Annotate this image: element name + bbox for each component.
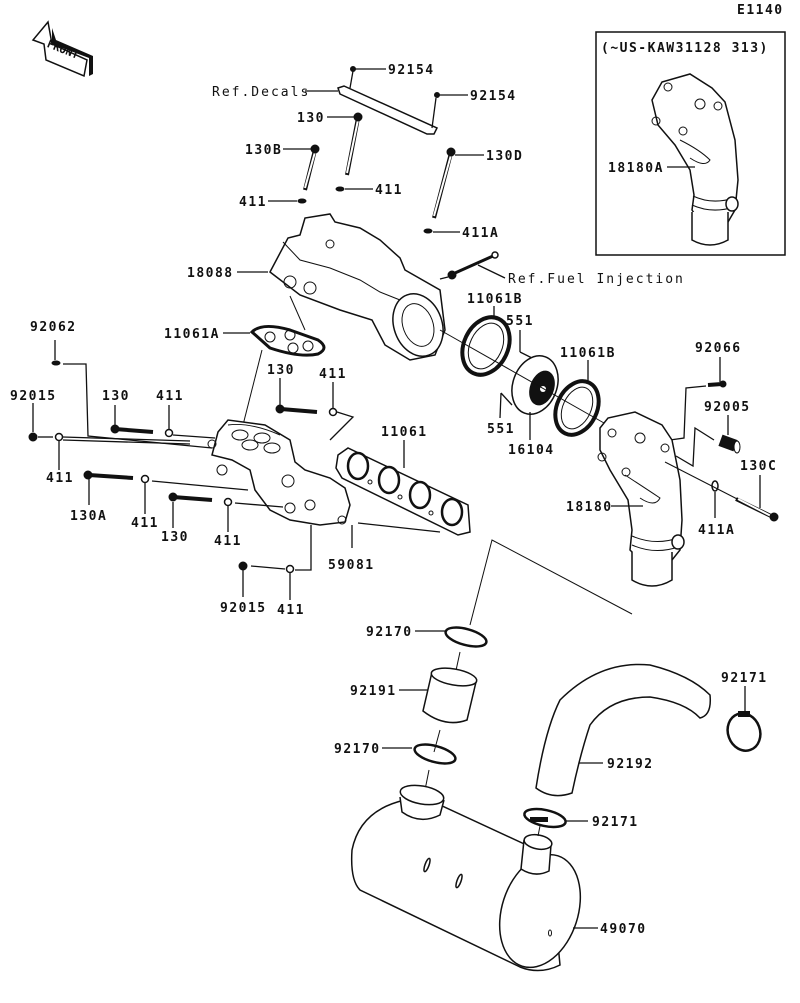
- pipe-18180: [597, 411, 685, 587]
- label-92191: 92191: [350, 684, 397, 699]
- label-92066: 92066: [695, 341, 742, 356]
- label-130D: 130D: [486, 149, 523, 164]
- washer-411-g: [223, 497, 233, 507]
- label-11061B-a: 11061B: [467, 292, 523, 307]
- label-130-left: 130: [102, 389, 130, 404]
- clamp-92171-right: [726, 711, 762, 752]
- bolt-130-top: [345, 112, 363, 176]
- label-92192: 92192: [607, 757, 654, 772]
- bolt-130-mid: [275, 404, 318, 414]
- label-11061: 11061: [381, 425, 428, 440]
- label-411-left: 411: [156, 389, 184, 404]
- label-92062: 92062: [30, 320, 77, 335]
- washer-411A-top: [423, 228, 433, 234]
- label-92170-b: 92170: [334, 742, 381, 757]
- washer-411-h: [285, 564, 295, 574]
- bolt-130D: [432, 147, 456, 219]
- gasket-11061A: [249, 325, 326, 357]
- label-18180: 18180: [566, 500, 613, 515]
- label-411-w: 411: [277, 603, 305, 618]
- gasket-11061: [335, 447, 471, 536]
- label-411A-right: 411A: [698, 523, 735, 538]
- label-411-y: 411: [131, 516, 159, 531]
- label-411A-top: 411A: [462, 226, 499, 241]
- stud-92062: [51, 360, 61, 366]
- label-130-top: 130: [297, 111, 325, 126]
- label-92171-right: 92171: [721, 671, 768, 686]
- label-11061B-b: 11061B: [560, 346, 616, 361]
- bolt-130B: [303, 144, 320, 191]
- hose-92192: [535, 663, 712, 797]
- front-arrow-icon: FRONT: [31, 20, 93, 78]
- label-92015-b: 92015: [220, 601, 267, 616]
- label-130-low: 130: [161, 530, 189, 545]
- label-551-b: 551: [487, 422, 515, 437]
- inset-box: (~US-KAW31128 313) 18180A: [595, 31, 786, 256]
- label-16104: 16104: [508, 443, 555, 458]
- decal-plate: [337, 85, 439, 135]
- label-551-a: 551: [506, 314, 534, 329]
- label-130A: 130A: [70, 509, 107, 524]
- label-130-mid: 130: [267, 363, 295, 378]
- label-92154-b: 92154: [470, 89, 517, 104]
- figure-id: E1140: [737, 3, 784, 18]
- label-18088: 18088: [187, 266, 234, 281]
- label-92154-a: 92154: [388, 63, 435, 78]
- label-130C: 130C: [740, 459, 777, 474]
- label-411-mid: 411: [319, 367, 347, 382]
- label-92171-bottom: 92171: [592, 815, 639, 830]
- bolt-92066: [707, 380, 727, 388]
- bolt-130-left: [110, 424, 154, 434]
- washer-411-a: [297, 198, 307, 204]
- label-18180A: 18180A: [608, 161, 664, 176]
- exhaust-manifold-18088: [269, 213, 446, 361]
- clamp-92170-bottom: [413, 743, 457, 765]
- inset-title: (~US-KAW31128 313): [601, 41, 769, 56]
- nut-92015-b: [238, 561, 248, 571]
- label-59081: 59081: [328, 558, 375, 573]
- bolt-130A: [83, 470, 134, 480]
- bolt-130C: [735, 497, 779, 522]
- screw-92154-a: [350, 66, 356, 72]
- sleeve-92191: [422, 667, 478, 724]
- label-92005: 92005: [704, 400, 751, 415]
- screw-92154-b: [434, 92, 440, 98]
- washer-411-c: [54, 432, 64, 442]
- label-ref-decals: Ref.Decals: [212, 85, 310, 100]
- label-92015-a: 92015: [10, 389, 57, 404]
- label-411-a: 411: [239, 195, 267, 210]
- nut-92015-a: [28, 432, 38, 442]
- washer-411-d: [164, 428, 174, 438]
- label-411-x: 411: [46, 471, 74, 486]
- label-411-z: 411: [214, 534, 242, 549]
- label-411-b: 411: [375, 183, 403, 198]
- label-ref-fuel-injection: Ref.Fuel Injection: [508, 272, 685, 287]
- washer-411-e: [328, 407, 338, 417]
- label-11061A: 11061A: [164, 327, 220, 342]
- label-49070: 49070: [600, 922, 647, 937]
- fuel-injection-bolt: [447, 251, 499, 280]
- clamp-92170-top: [444, 626, 488, 648]
- exhaust-manifold-lower: [207, 419, 351, 526]
- bolt-130-low: [168, 492, 213, 502]
- label-130B: 130B: [245, 143, 282, 158]
- label-92170-a: 92170: [366, 625, 413, 640]
- pipe-18180A: [651, 73, 739, 246]
- muffler-49070: [350, 784, 582, 972]
- fitting-92005: [718, 434, 741, 454]
- clamp-92171-bottom: [523, 807, 567, 829]
- washer-411-b: [335, 186, 345, 192]
- washer-411-f: [140, 474, 150, 484]
- gasket-11061B-left: [460, 315, 512, 377]
